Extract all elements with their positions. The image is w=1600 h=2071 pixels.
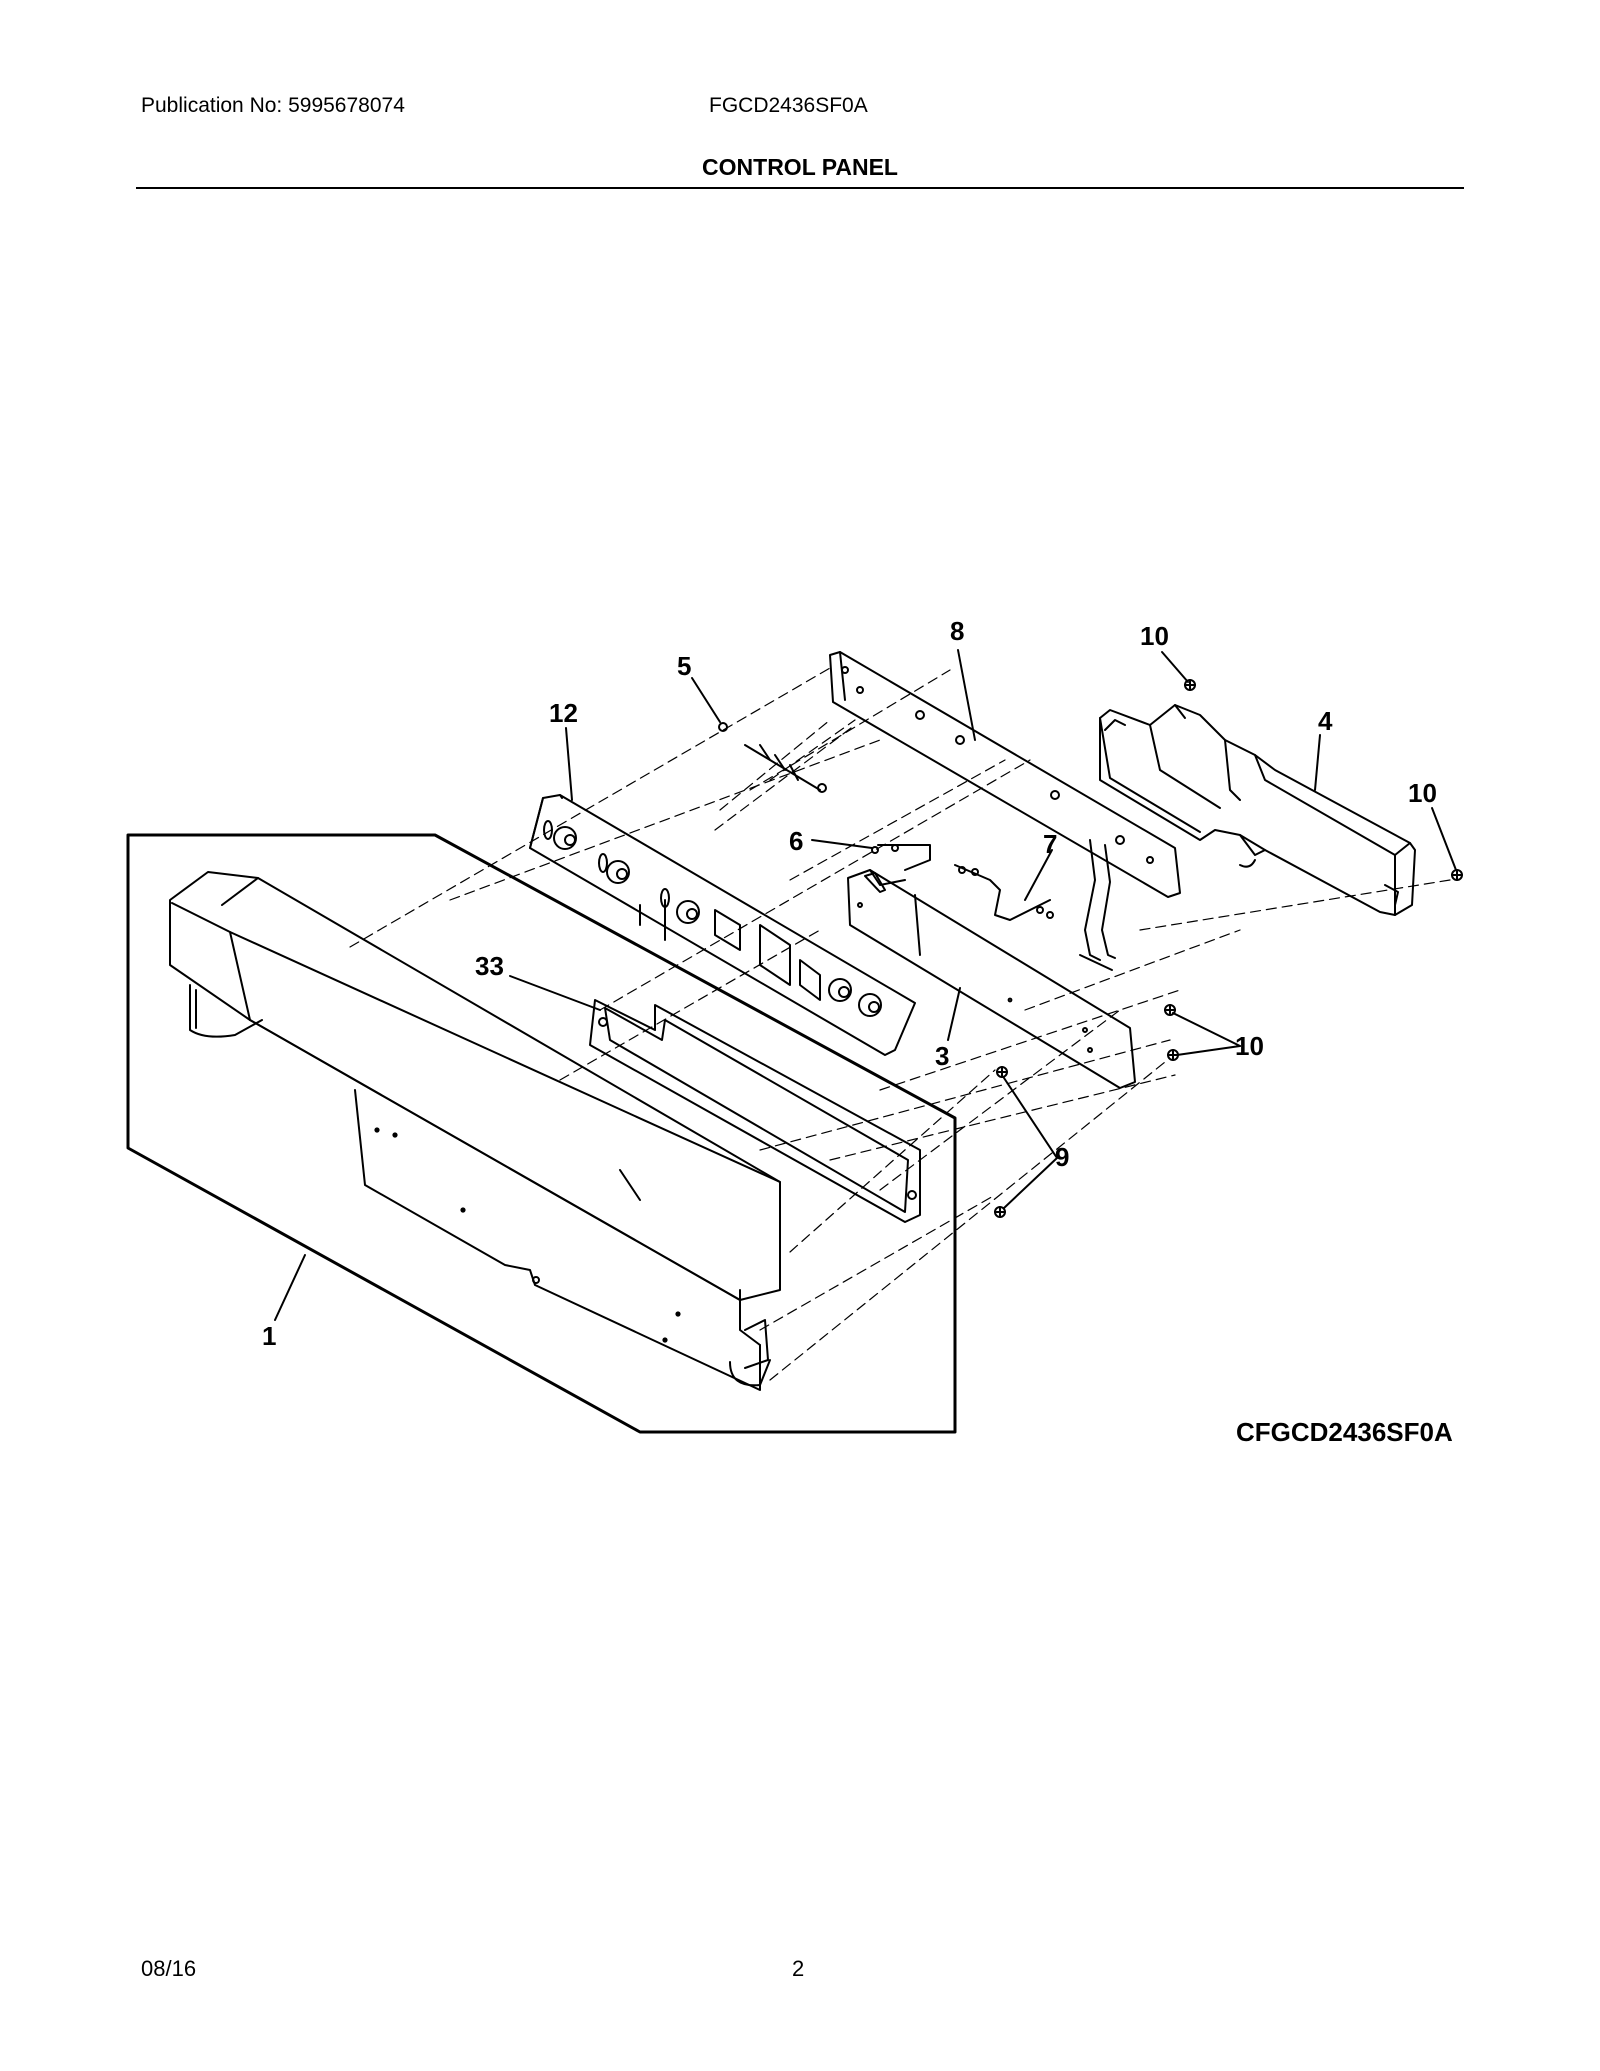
callout-33: 33	[475, 951, 504, 981]
callout-3: 3	[935, 1041, 949, 1071]
callout-4: 4	[1318, 706, 1333, 736]
part-3-control-board	[847, 869, 1136, 1089]
part-1-control-panel-trim	[169, 871, 781, 1391]
callout-7: 7	[1043, 829, 1057, 859]
callout-5: 5	[677, 651, 691, 681]
callout-numbers: 8 10 5 4 12 10 6 7 33 10 3 9 1	[262, 616, 1437, 1351]
callout-6: 6	[789, 826, 803, 856]
part-7-harness	[954, 864, 1054, 921]
part-33-gasket	[589, 999, 921, 1223]
callout-10-top: 10	[1140, 621, 1169, 651]
model-number: FGCD2436SF0A	[709, 94, 868, 117]
callout-12: 12	[549, 698, 578, 728]
part-6-switch	[871, 844, 931, 871]
part-4-control-box	[1099, 704, 1416, 916]
page-number: 2	[792, 1956, 805, 1981]
part-8-board-bracket	[829, 651, 1181, 971]
callout-1: 1	[262, 1321, 276, 1351]
part-5-leds	[718, 722, 827, 793]
callout-10-lower: 10	[1235, 1031, 1264, 1061]
detail-frame	[126, 833, 957, 1434]
screws	[994, 679, 1463, 1218]
callout-8: 8	[950, 616, 964, 646]
publication-date: 08/16	[141, 1956, 197, 1981]
leader-lines	[274, 649, 1457, 1321]
callout-10-right: 10	[1408, 778, 1437, 808]
publication-number: Publication No: 5995678074	[141, 94, 405, 117]
page-title: CONTROL PANEL	[702, 154, 898, 180]
callout-9: 9	[1055, 1142, 1069, 1172]
title-rule	[136, 187, 1464, 189]
part-12-button-panel	[529, 794, 916, 1056]
diagram-code: CFGCD2436SF0A	[1236, 1417, 1453, 1447]
